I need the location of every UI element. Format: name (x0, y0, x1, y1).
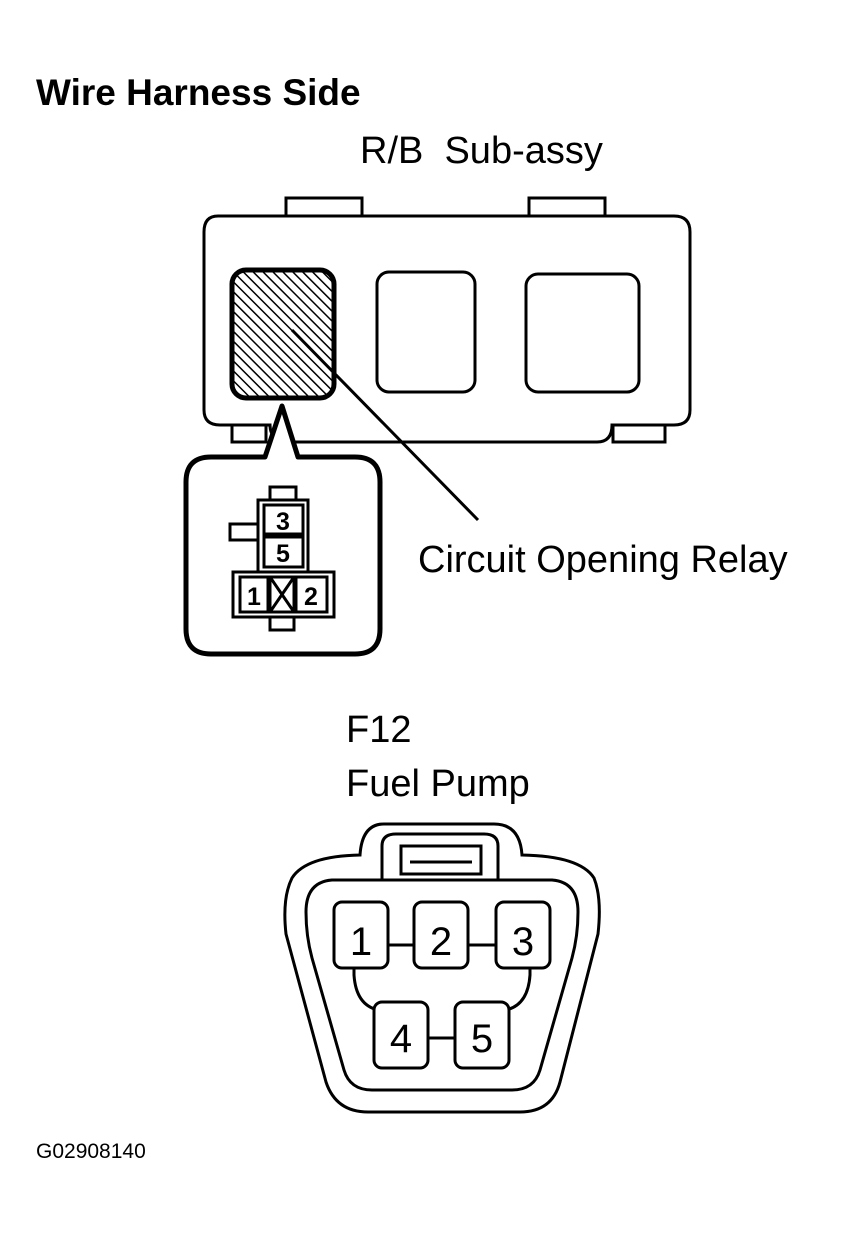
fuel-pump-terminal-4-label: 4 (390, 1017, 412, 1061)
fuel-pump-terminal-2-cavity (412, 900, 470, 970)
diagram-title: Wire Harness Side (36, 72, 361, 113)
fuel-pump-terminal-5-cavity (453, 1000, 511, 1070)
fuel-pump-connector-code: F12 (346, 709, 411, 751)
relay-terminal-5-label: 5 (276, 540, 290, 568)
fuel-pump-label: Fuel Pump (346, 763, 530, 805)
circuit-opening-relay-slot (229, 267, 337, 401)
relay-block-label: R/B Sub-assy (360, 130, 603, 172)
circuit-opening-relay-label: Circuit Opening Relay (418, 539, 788, 581)
relay-terminal-2-label: 2 (304, 583, 318, 611)
relay-terminal-5-box (262, 535, 305, 569)
relay-terminal-1-label: 1 (247, 583, 261, 611)
relay-side-key (228, 522, 260, 542)
relay-terminal-layout (228, 485, 336, 632)
fuel-pump-terminal-5-label: 5 (471, 1017, 493, 1061)
relay-block-bottom-tab-left (230, 423, 268, 444)
figure-id: G02908140 (36, 1140, 146, 1163)
relay-slot-middle (375, 270, 477, 394)
fuel-pump-terminal-1-cavity (332, 900, 390, 970)
relay-slot-right (524, 272, 641, 394)
relay-terminal-2-box (294, 575, 329, 614)
fuel-pump-terminal-2-label: 2 (430, 920, 452, 964)
relay-block-bottom-tab-right (611, 423, 667, 444)
connector-lock-tab (399, 844, 483, 876)
fuel-pump-terminal-3-label: 3 (512, 920, 534, 964)
fuel-pump-terminal-cavities (332, 900, 552, 1070)
fuel-pump-terminal-1-label: 1 (350, 920, 372, 964)
fuel-pump-terminal-3-cavity (494, 900, 552, 970)
fuel-pump-terminal-4-cavity (372, 1000, 430, 1070)
relay-terminal-1-box (238, 575, 270, 614)
relay-empty-cavity-cross (268, 576, 296, 613)
connector-inner-shell (304, 878, 580, 1092)
callout-leader-line (290, 328, 480, 522)
relay-terminal-3-box (262, 503, 305, 536)
relay-terminal-3-label: 3 (276, 508, 290, 536)
connector-lock-outer (380, 832, 500, 880)
